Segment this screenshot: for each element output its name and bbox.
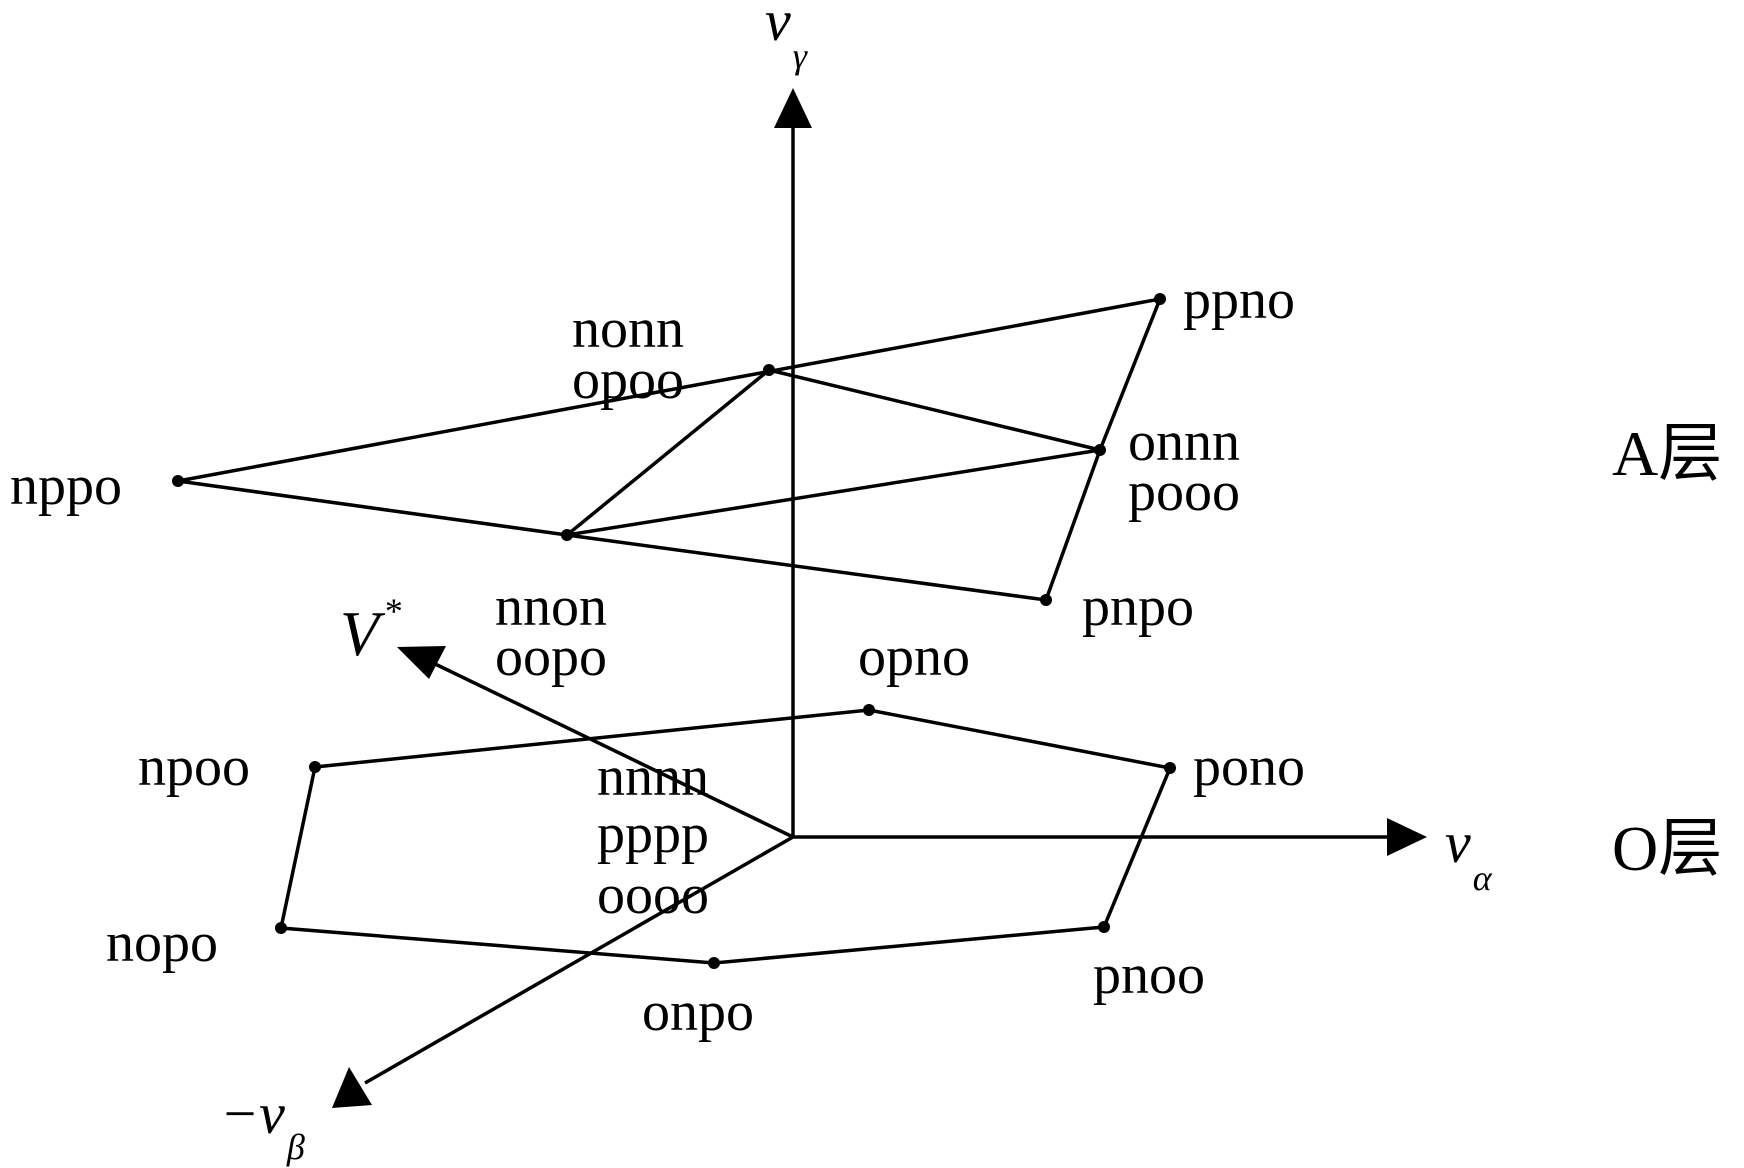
minus-v-beta-arrowhead bbox=[332, 1067, 372, 1108]
label-nonn: nonn bbox=[572, 298, 684, 360]
label-onpo: onpo bbox=[642, 981, 754, 1043]
label-pnpo: pnpo bbox=[1082, 576, 1194, 638]
minus-v-beta-label: −vβ bbox=[220, 1081, 305, 1167]
axes bbox=[332, 88, 1427, 1108]
a-layer-label: A层 bbox=[1612, 418, 1722, 489]
v-star-vector bbox=[430, 660, 794, 839]
vertex-dot-pnpo bbox=[1040, 594, 1052, 606]
vertex-dot-nnon-oopo bbox=[561, 529, 573, 541]
vertex-dot-npoo bbox=[309, 761, 321, 773]
label-pppp: pppp bbox=[597, 803, 709, 865]
label-oopo: oopo bbox=[495, 626, 607, 688]
layer-labels: A层 O层 bbox=[1612, 418, 1722, 884]
label-ppno: ppno bbox=[1183, 269, 1295, 331]
label-pono: pono bbox=[1193, 736, 1305, 798]
vertex-dot-pnoo bbox=[1098, 921, 1110, 933]
label-nnon: nnon bbox=[495, 576, 607, 638]
a-layer-outer-outline bbox=[176, 296, 1163, 602]
vertex-dot-onnn-pooo bbox=[1094, 444, 1106, 456]
a-layer-edges bbox=[176, 296, 1163, 602]
label-nnnn: nnnn bbox=[597, 746, 709, 808]
label-pooo: pooo bbox=[1128, 461, 1240, 523]
vertex-dot-nppo bbox=[172, 475, 184, 487]
vertex-dot-opno bbox=[863, 704, 875, 716]
vertex-labels: nonn opoo ppno nppo onnn pooo nnon oopo … bbox=[10, 269, 1305, 1043]
v-gamma-label: vγ bbox=[765, 0, 808, 76]
v-star-arrowhead bbox=[397, 646, 446, 679]
minus-v-beta-axis bbox=[364, 835, 794, 1085]
vertex-dot-nopo bbox=[275, 922, 287, 934]
v-gamma-arrowhead bbox=[774, 88, 812, 128]
label-opoo: opoo bbox=[572, 349, 684, 411]
label-nppo: nppo bbox=[10, 455, 122, 517]
v-star-label: V* bbox=[340, 591, 401, 669]
vertex-dots bbox=[172, 293, 1176, 969]
axis-labels: vγ vα −vβ V* bbox=[220, 0, 1493, 1167]
vertex-dot-nonn-opoo bbox=[763, 364, 775, 376]
vertex-dot-ppno bbox=[1154, 293, 1166, 305]
label-npoo: npoo bbox=[138, 736, 250, 798]
v-alpha-arrowhead bbox=[1387, 818, 1427, 856]
label-oooo: oooo bbox=[597, 864, 709, 926]
a-layer-inner-outline bbox=[560, 368, 1101, 538]
vertex-dot-pono bbox=[1164, 762, 1176, 774]
label-pnoo: pnoo bbox=[1093, 944, 1205, 1006]
v-alpha-label: vα bbox=[1445, 810, 1493, 898]
label-onnn: onnn bbox=[1128, 411, 1240, 473]
vertex-dot-onpo bbox=[708, 957, 720, 969]
label-nopo: nopo bbox=[106, 912, 218, 974]
label-opno: opno bbox=[858, 626, 970, 688]
o-layer-label: O层 bbox=[1612, 813, 1722, 884]
